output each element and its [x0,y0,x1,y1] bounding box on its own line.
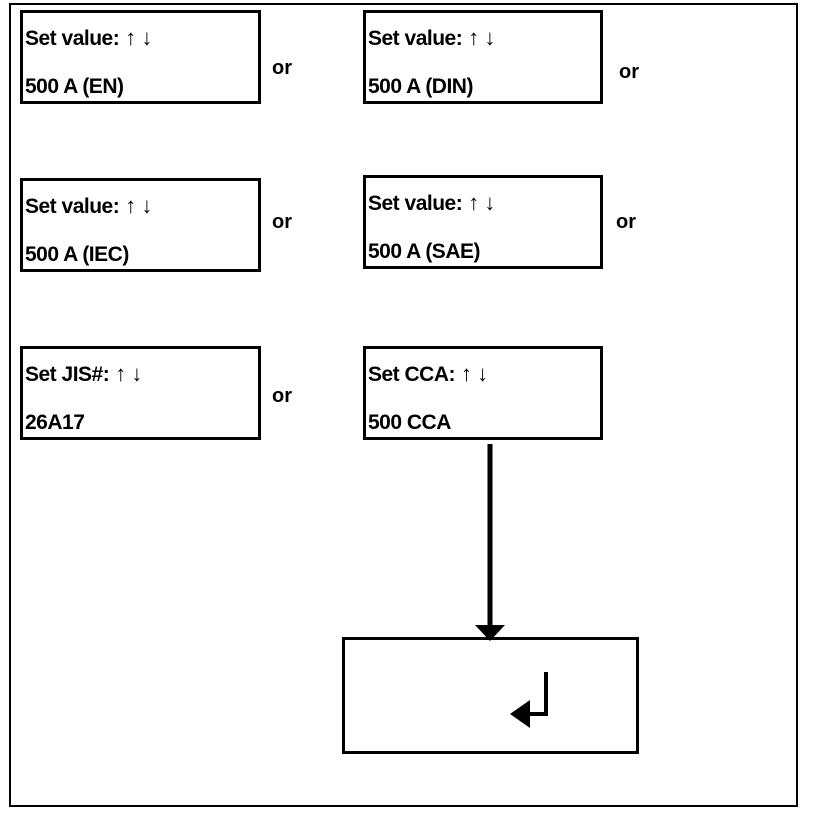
display-value: 500 A (IEC) [25,243,129,266]
up-down-arrows-icon: ↑ ↓ [115,361,142,386]
diagram-frame [9,3,798,807]
display-box-iec: Set value:↑ ↓ 500 A (IEC) [20,178,261,272]
display-box-sae: Set value:↑ ↓ 500 A (SAE) [363,175,603,269]
display-label: Set JIS#: [25,363,110,386]
up-down-arrows-icon: ↑ ↓ [125,193,152,218]
enter-return-icon [510,672,548,728]
display-label: Set value: [25,27,120,50]
or-label: or [616,211,636,233]
or-label: or [272,211,292,233]
flow-arrow-head [475,625,505,641]
display-value: 26A17 [25,411,85,434]
display-label: Set value: [25,195,120,218]
display-label: Set CCA: [368,363,456,386]
up-down-arrows-icon: ↑ ↓ [461,361,488,386]
display-box-jis: Set JIS#:↑ ↓ 26A17 [20,346,261,440]
or-label: or [619,61,639,83]
display-value: 500 A (SAE) [368,240,480,263]
or-label: or [272,385,292,407]
display-value: 500 CCA [368,411,451,434]
display-box-en: Set value:↑ ↓ 500 A (EN) [20,10,261,104]
or-label: or [272,57,292,79]
up-down-arrows-icon: ↑ ↓ [468,190,495,215]
display-label: Set value: [368,27,463,50]
display-box-cca: Set CCA:↑ ↓ 500 CCA [363,346,603,440]
display-value: 500 A (EN) [25,75,124,98]
display-label: Set value: [368,192,463,215]
up-down-arrows-icon: ↑ ↓ [125,25,152,50]
display-box-din: Set value:↑ ↓ 500 A (DIN) [363,10,603,104]
up-down-arrows-icon: ↑ ↓ [468,25,495,50]
display-value: 500 A (DIN) [368,75,473,98]
